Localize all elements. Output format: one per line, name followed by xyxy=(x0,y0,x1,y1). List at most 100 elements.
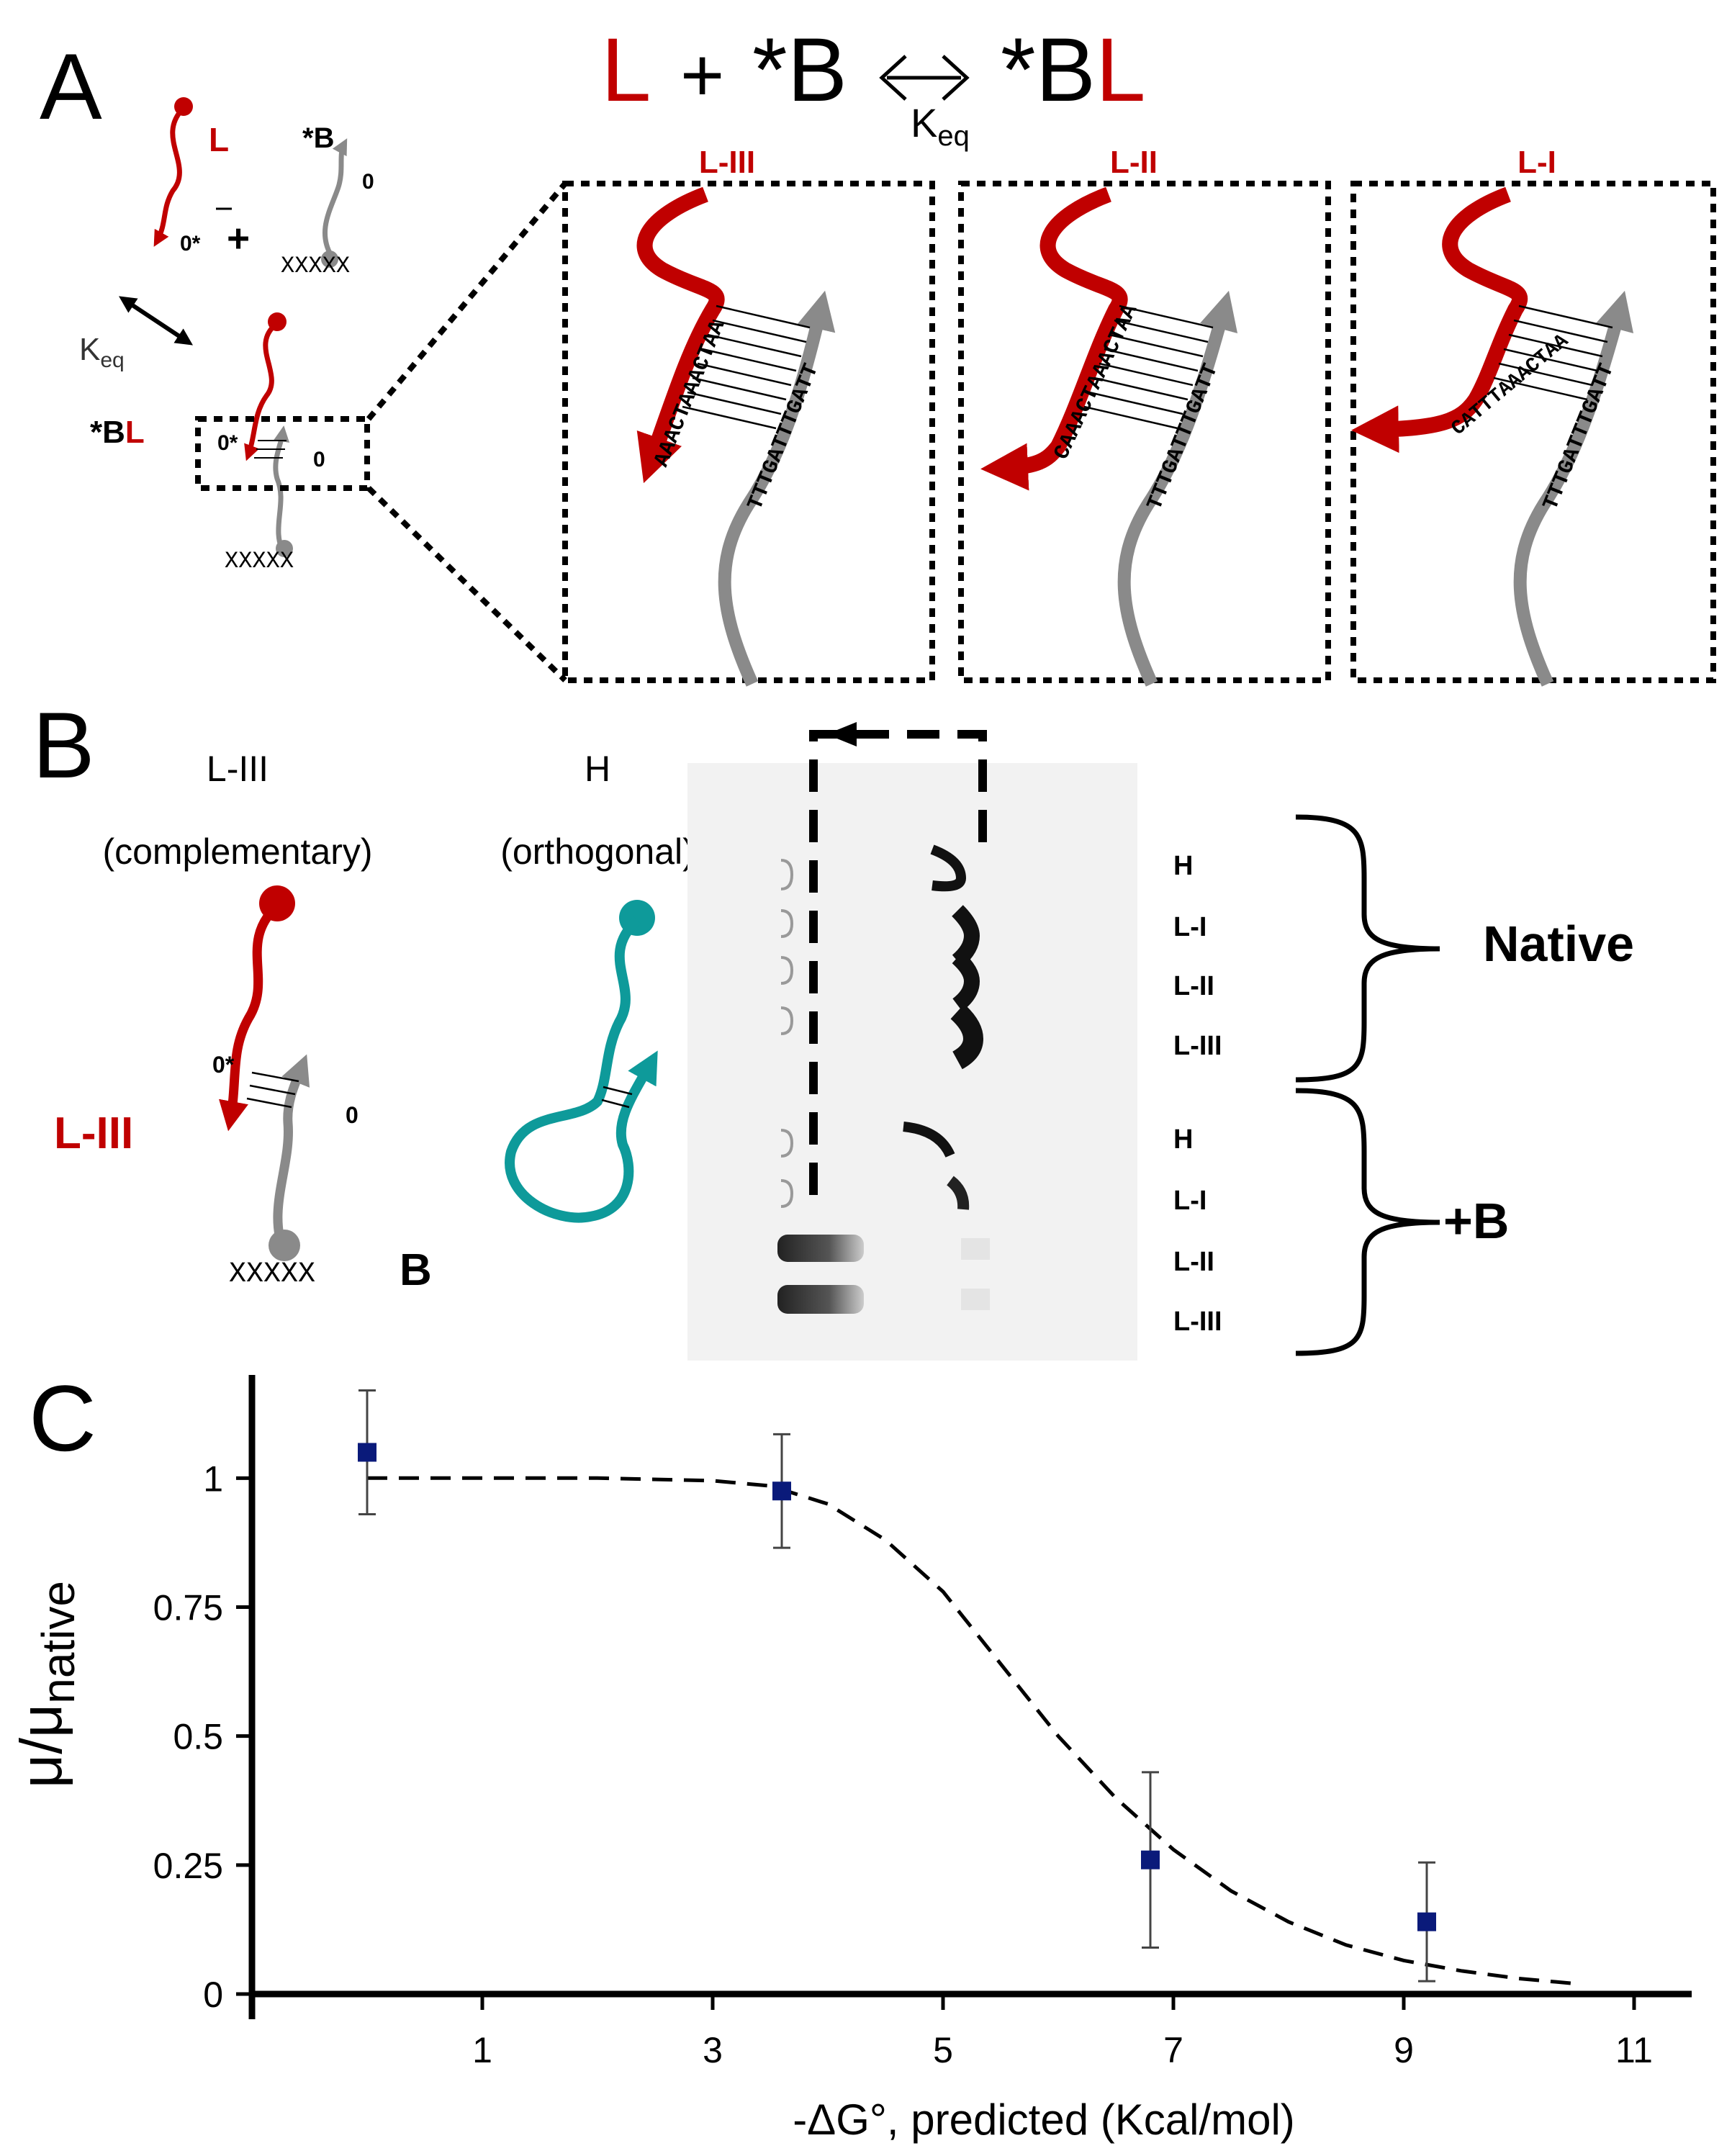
x-tick-label: 3 xyxy=(703,2030,723,2070)
inset-red-seq: CAAACTAAACTAA xyxy=(1050,301,1143,464)
lane-label: L-I xyxy=(1173,912,1206,942)
panel-c-label: C xyxy=(29,1366,96,1471)
band-native-l-ii xyxy=(952,951,980,1011)
y-tick-label: 0.5 xyxy=(173,1717,223,1757)
scheme-keq: Keq xyxy=(79,332,125,372)
complex-blocker-strand-icon xyxy=(273,425,290,556)
scheme-zero: 0 xyxy=(362,170,374,194)
equilibrium-diagonal-arrow-icon xyxy=(118,296,194,346)
lane-label: H xyxy=(1173,851,1193,881)
blocker-tail-icon xyxy=(321,251,338,268)
band-b-h xyxy=(903,1122,955,1158)
lane-label: L-II xyxy=(1173,971,1214,1001)
complex-ligand-strand-icon xyxy=(244,321,279,461)
blocker-tail-icon xyxy=(269,1230,300,1261)
chart: 0 0.25 0.5 0.75 1 1 3 5 7 9 11 μ/μnative -ΔG°, pr… xyxy=(9,1375,1692,2144)
panel-b-label: B xyxy=(32,693,95,798)
col2-subtitle: (orthogonal) xyxy=(500,831,695,872)
lane-label: L-I xyxy=(1173,1186,1206,1216)
inset-l-ii: L-II CAAACTAAACTAA TTTGATTTGATT xyxy=(958,145,1331,687)
equilibrium-arrow-icon xyxy=(879,55,970,101)
y-tick-label: 0 xyxy=(203,1975,223,2015)
fit-curve xyxy=(367,1476,1577,1986)
panel-a-label: A xyxy=(40,34,102,139)
data-point xyxy=(772,1481,791,1501)
lane-label: L-III xyxy=(1173,1307,1222,1337)
band-b-l-i xyxy=(946,1176,970,1210)
migration-arrow-icon xyxy=(826,722,857,747)
zoom-line-top xyxy=(366,181,568,421)
gel-image xyxy=(687,722,1483,1361)
complex-blocker-tail-icon xyxy=(276,540,293,557)
band-native-h xyxy=(930,844,967,892)
zoom-box xyxy=(195,416,370,491)
y-tick-label: 0.25 xyxy=(153,1846,223,1886)
brace-b xyxy=(1295,1088,1440,1356)
band-native-l-iii xyxy=(950,1003,984,1070)
inset-gray-seq: TTTGATTTGATT xyxy=(1539,361,1620,514)
x-axis-label: -ΔG°, predicted (Kcal/mol) xyxy=(793,2096,1295,2144)
blocker-strand-icon xyxy=(273,1054,310,1255)
panel-a: A L + *B Keq *BL L 0* + xyxy=(40,20,1716,687)
zoom-line-bottom xyxy=(366,486,567,682)
y-tick-label: 1 xyxy=(203,1458,223,1499)
zero-star-label: 0* xyxy=(212,1052,235,1078)
scheme-complex-label: *BL xyxy=(90,415,145,450)
panel-b: B L-III (complementary) H (orthogonal) 0… xyxy=(32,693,1634,1361)
inset-l-i: L-I CATTTAAACTAA TTTGATTTGATT xyxy=(1350,145,1716,687)
col2-title: H xyxy=(585,749,610,789)
scheme-zero-star: 0* xyxy=(180,232,201,256)
x-tick-label: 5 xyxy=(933,2030,953,2070)
col1-subtitle: (complementary) xyxy=(102,831,372,872)
complex-zero-star: 0* xyxy=(217,431,238,455)
zero-label: 0 xyxy=(346,1102,358,1128)
inset-title: L-I xyxy=(1517,145,1556,180)
y-tick-label: 0.75 xyxy=(153,1588,223,1628)
inset-title: L-III xyxy=(699,145,755,180)
eq-blocker: *B xyxy=(752,20,847,120)
band-b-l-iii xyxy=(777,1285,864,1314)
eq-plus: + xyxy=(680,33,724,117)
x-tick-label: 1 xyxy=(472,2030,492,2070)
xxx-label: XXXXX xyxy=(229,1258,315,1291)
blocker-strand-icon xyxy=(323,138,348,257)
data-point xyxy=(1141,1850,1160,1869)
group-native-label: Native xyxy=(1483,916,1634,972)
y-axis-label: μ/μnative xyxy=(9,1581,84,1788)
binding-scheme: L 0* + *B 0 XXXXX Keq *BL 0* 0 XXXX xyxy=(79,97,568,682)
scheme-xxx: XXXXX xyxy=(281,253,350,279)
lane-label: H xyxy=(1173,1124,1193,1155)
orthogonal-schematic xyxy=(505,900,658,1223)
group-b-label: +B xyxy=(1443,1193,1509,1249)
lane-labels: H L-I L-II L-III H L-I L-II L-III xyxy=(1173,851,1222,1337)
inset-l-iii: L-III AAACTAAACTAA TTTGATTTGATT xyxy=(562,145,935,687)
ligand-strand-icon xyxy=(218,902,281,1132)
b-label: B xyxy=(400,1245,432,1295)
equation: L + *B Keq *BL xyxy=(601,20,1146,152)
inset-title: L-II xyxy=(1110,145,1158,180)
x-tick-label: 11 xyxy=(1615,2030,1653,2070)
brace-native xyxy=(1295,814,1440,1083)
data-point xyxy=(1417,1912,1436,1931)
x-tick-label: 9 xyxy=(1394,2030,1414,2070)
scheme-ligand-label: L xyxy=(209,121,229,158)
migration-indicator xyxy=(809,730,987,1195)
complementary-schematic: 0* 0 L-III XXXXX B xyxy=(54,885,432,1295)
eq-ligand: L xyxy=(601,20,651,120)
eq-complex: *BL xyxy=(1001,20,1146,120)
panel-c: C 0 0.25 0.5 0.75 1 1 3 5 7 9 11 μ/μnative -ΔG°, … xyxy=(9,1366,1692,2144)
ligand-strand-icon xyxy=(153,106,186,247)
col1-title: L-III xyxy=(207,749,269,789)
lane-label: L-II xyxy=(1173,1247,1214,1277)
band-b-l-ii xyxy=(777,1235,864,1262)
complex-xxx: XXXXX xyxy=(225,548,294,574)
data-point xyxy=(358,1443,376,1462)
scheme-blocker-label: *B xyxy=(302,122,334,154)
hairpin-strand-icon xyxy=(505,916,658,1223)
eq-keq: Keq xyxy=(911,100,970,152)
inset-red-seq: CATTTAAACTAA xyxy=(1448,330,1574,440)
complex-zero: 0 xyxy=(313,448,325,472)
x-tick-label: 7 xyxy=(1163,2030,1183,2070)
scheme-plus: + xyxy=(227,216,250,261)
